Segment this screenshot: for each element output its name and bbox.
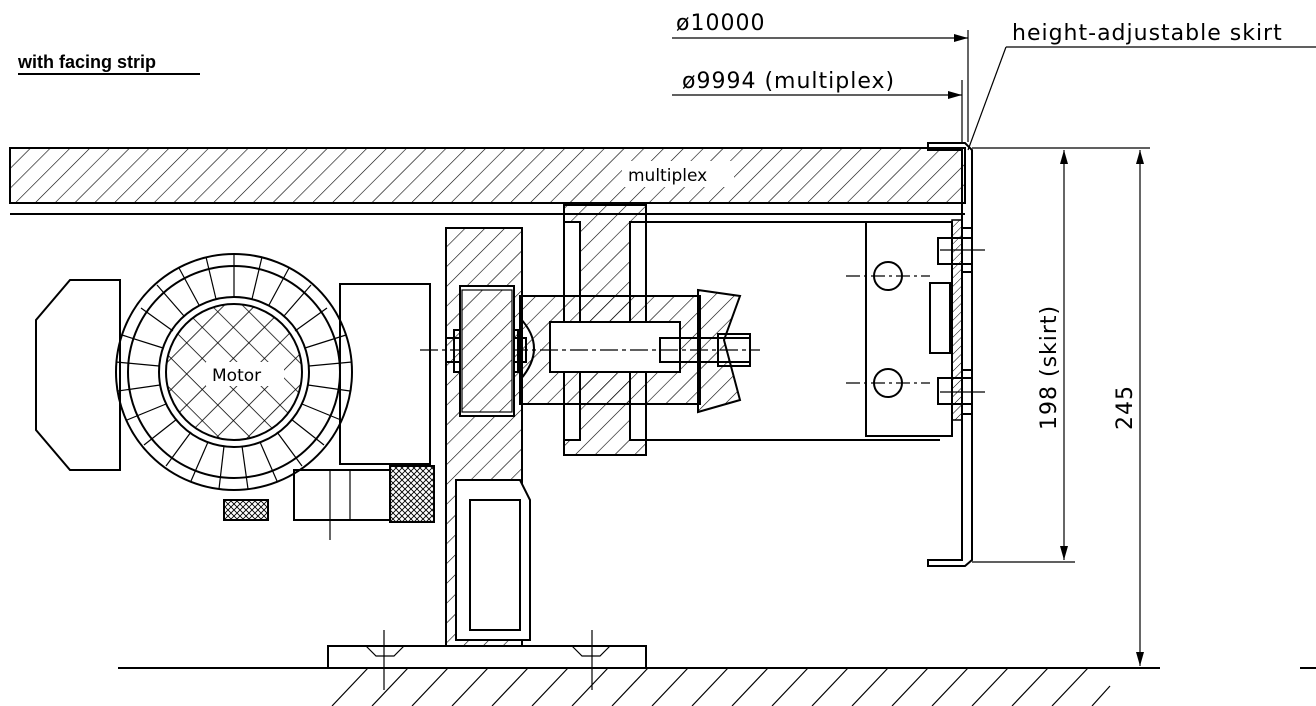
drawing-title: with facing strip xyxy=(17,52,156,72)
guide-plate xyxy=(445,227,531,647)
outer-diameter-label: ø10000 xyxy=(676,11,765,36)
wheel-axle xyxy=(420,288,760,414)
multiplex-board: multiplex xyxy=(9,147,966,215)
floor xyxy=(118,667,1316,706)
multiplex-diameter-label: ø9994 (multiplex) xyxy=(682,69,895,94)
total-height-label: 245 xyxy=(1113,385,1138,430)
multiplex-label: multiplex xyxy=(628,166,707,186)
height-dimensions: 198 (skirt) 245 xyxy=(972,147,1150,666)
motor-supports xyxy=(223,465,435,540)
motor-label: Motor xyxy=(212,366,261,386)
motor: Motor xyxy=(35,253,431,491)
title-group: with facing strip xyxy=(17,52,200,75)
skirt-note: height-adjustable skirt xyxy=(967,21,1316,151)
skirt xyxy=(927,142,973,567)
skirt-bracket xyxy=(846,221,985,437)
skirt-note-label: height-adjustable skirt xyxy=(1012,21,1283,46)
motor-fins xyxy=(115,254,353,490)
skirt-height-label: 198 (skirt) xyxy=(1037,305,1062,430)
diameter-dimensions: ø10000 ø9994 (multiplex) xyxy=(672,11,969,142)
